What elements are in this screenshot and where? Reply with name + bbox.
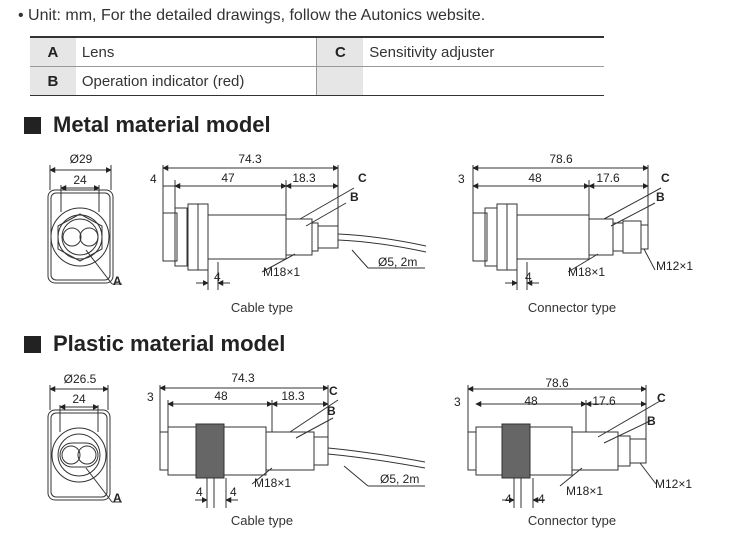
- plastic-cable-dim-1: 3: [147, 390, 154, 404]
- metal-cable-dim-1: 4: [150, 172, 157, 186]
- metal-connector-dim-3: 17.6: [596, 171, 620, 185]
- plastic-connector-spec: M12×1: [655, 477, 692, 491]
- plastic-connector-view: [467, 385, 661, 508]
- plastic-connector-marker-b: B: [647, 414, 656, 428]
- section-square-icon: [24, 335, 41, 353]
- plastic-connector-thread: M18×1: [566, 484, 603, 498]
- metal-connector-thread: M18×1: [568, 265, 605, 279]
- plastic-cable-dim-3: 18.3: [281, 389, 305, 403]
- metal-cable-view: [162, 165, 427, 290]
- plastic-connector-dim-2: 48: [524, 394, 538, 408]
- plastic-connector-caption: Connector type: [528, 513, 616, 528]
- legend-label: Operation indicator (red): [75, 66, 317, 96]
- metal-connector-spec: M12×1: [656, 259, 693, 273]
- plastic-cable-caption: Cable type: [231, 513, 293, 528]
- metal-connector-dim-1: 3: [458, 172, 465, 186]
- plastic-front-diameter-label: Ø26.5: [64, 372, 97, 386]
- plastic-cable-marker-c: C: [329, 384, 338, 398]
- plastic-front-view: [47, 385, 122, 503]
- metal-connector-view: [472, 165, 662, 290]
- legend-label: Lens: [75, 36, 317, 67]
- legend-key: A: [30, 36, 76, 67]
- metal-cable-dim-2: 47: [221, 171, 235, 185]
- metal-connector-caption: Connector type: [528, 300, 616, 315]
- legend-key: [316, 66, 364, 96]
- plastic-title-text: Plastic material model: [53, 331, 286, 356]
- legend-key: B: [30, 66, 76, 96]
- legend-row: A Lens C Sensitivity adjuster: [30, 36, 604, 67]
- plastic-connector-marker-c: C: [657, 391, 666, 405]
- plastic-cable-marker-b: B: [327, 404, 336, 418]
- metal-connector-marker-b: B: [656, 190, 665, 204]
- metal-connector-small-dim: 4: [525, 270, 532, 284]
- unit-note: • Unit: mm, For the detailed drawings, f…: [18, 7, 486, 24]
- metal-front-diameter-label: Ø29: [70, 152, 93, 166]
- metal-front-width-label: 24: [73, 173, 87, 187]
- plastic-connector-dim-3: 17.6: [592, 394, 616, 408]
- section-square-icon: [24, 116, 41, 134]
- plastic-section-title: Plastic material model: [24, 331, 285, 357]
- plastic-cable-dim-2: 48: [214, 389, 228, 403]
- legend-label: Sensitivity adjuster: [363, 36, 604, 67]
- plastic-cable-small-dim-2: 4: [230, 485, 237, 499]
- metal-front-view: [47, 165, 122, 285]
- legend-row: B Operation indicator (red): [30, 66, 604, 96]
- legend-key: C: [316, 36, 364, 67]
- plastic-connector-small-dim-2: 4: [538, 492, 545, 506]
- plastic-cable-thread: M18×1: [254, 476, 291, 490]
- metal-cable-dim-3: 18.3: [292, 171, 316, 185]
- metal-cable-small-dim: 4: [214, 270, 221, 284]
- metal-cable-total-length: 74.3: [238, 152, 262, 166]
- metal-cable-marker-c: C: [358, 171, 367, 185]
- metal-section-title: Metal material model: [24, 112, 271, 138]
- metal-connector-dim-2: 48: [528, 171, 542, 185]
- metal-connector-total-length: 78.6: [549, 152, 573, 166]
- metal-cable-marker-b: B: [350, 190, 359, 204]
- metal-lens-marker: A: [113, 274, 122, 288]
- legend-label: [363, 66, 604, 96]
- plastic-cable-view: [159, 385, 426, 508]
- plastic-cable-spec: Ø5, 2m: [380, 472, 419, 486]
- metal-cable-caption: Cable type: [231, 300, 293, 315]
- metal-cable-spec: Ø5, 2m: [378, 255, 417, 269]
- plastic-cable-small-dim-1: 4: [196, 485, 203, 499]
- plastic-connector-total-length: 78.6: [545, 376, 569, 390]
- metal-title-text: Metal material model: [53, 112, 271, 137]
- metal-cable-thread: M18×1: [263, 265, 300, 279]
- legend-table: A Lens C Sensitivity adjuster B Operatio…: [30, 36, 604, 96]
- plastic-lens-marker: A: [113, 491, 122, 505]
- plastic-cable-total-length: 74.3: [231, 371, 255, 385]
- metal-connector-marker-c: C: [661, 171, 670, 185]
- plastic-front-width-label: 24: [72, 392, 86, 406]
- plastic-connector-dim-1: 3: [454, 395, 461, 409]
- plastic-connector-small-dim-1: 4: [505, 492, 512, 506]
